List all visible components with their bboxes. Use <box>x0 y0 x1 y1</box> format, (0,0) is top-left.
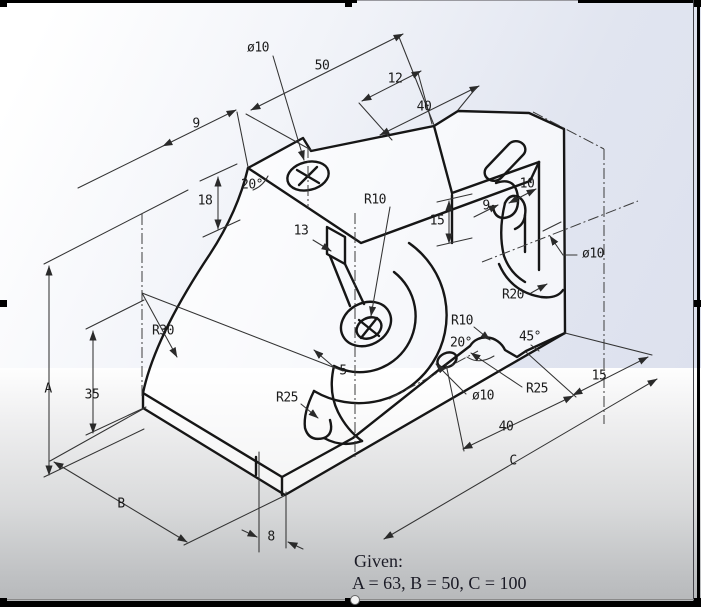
dim-label-15-right: 15 <box>591 368 607 384</box>
selection-handle-bottom-middle[interactable] <box>345 598 352 605</box>
dim-label-dia10-top: ø10 <box>247 40 269 56</box>
dim-label-18: 18 <box>197 193 213 209</box>
selection-handle-top-left[interactable] <box>0 0 7 7</box>
dim-label-35: 35 <box>84 387 100 403</box>
dim-label-50: 50 <box>314 58 330 74</box>
dim-label-b: B <box>117 496 125 512</box>
selection-handle-bottom-right[interactable] <box>694 598 701 605</box>
selection-border-top-mid-segment <box>357 0 578 1</box>
dim-label-10-right: 10 <box>519 176 535 192</box>
dim-label-40-top: 40 <box>416 99 432 115</box>
dim-label-5: 5 <box>339 363 347 379</box>
rotation-handle[interactable] <box>350 595 360 605</box>
selection-handle-left-middle[interactable] <box>0 300 7 307</box>
dim-label-8: 8 <box>267 529 275 545</box>
caption-given-values: A = 63, B = 50, C = 100 <box>352 573 527 593</box>
selection-border-top-left-segment <box>0 0 357 3</box>
selection-handle-bottom-left[interactable] <box>0 598 7 605</box>
selection-handle-top-middle[interactable] <box>345 0 352 7</box>
dim-label-20deg-right: 20° <box>450 335 472 351</box>
dim-label-40-bottom: 40 <box>498 419 514 435</box>
dim-label-c: C <box>509 453 517 469</box>
dim-label-12: 12 <box>387 71 403 87</box>
dim-label-r20: R20 <box>502 287 524 303</box>
dim-label-r25-right: R25 <box>526 381 548 397</box>
dim-label-9-top: 9 <box>192 116 200 132</box>
dim-label-r10-top: R10 <box>364 192 386 208</box>
dim-label-dia10-right: ø10 <box>582 246 604 262</box>
dim-label-r30: R30 <box>152 323 174 339</box>
dim-label-r25-left: R25 <box>276 390 298 406</box>
selection-border-top-right-segment <box>578 0 701 3</box>
dim-label-13: 13 <box>293 223 309 239</box>
dim-label-9-right: 9 <box>482 198 490 214</box>
selection-handle-right-middle[interactable] <box>694 300 701 307</box>
dim-label-15-mid: 15 <box>429 213 445 229</box>
caption-given-title: Given: <box>354 551 403 571</box>
dim-label-r10-right: R10 <box>451 313 473 329</box>
dim-label-45deg: 45° <box>519 329 541 345</box>
selection-border-right-inner <box>693 0 694 607</box>
selection-handle-top-right[interactable] <box>694 0 701 7</box>
dim-label-20deg-top: 20° <box>241 177 263 193</box>
dim-label-a: A <box>44 381 52 397</box>
dim-label-dia10-bottom: ø10 <box>472 388 494 404</box>
dimension-lines <box>43 33 658 553</box>
